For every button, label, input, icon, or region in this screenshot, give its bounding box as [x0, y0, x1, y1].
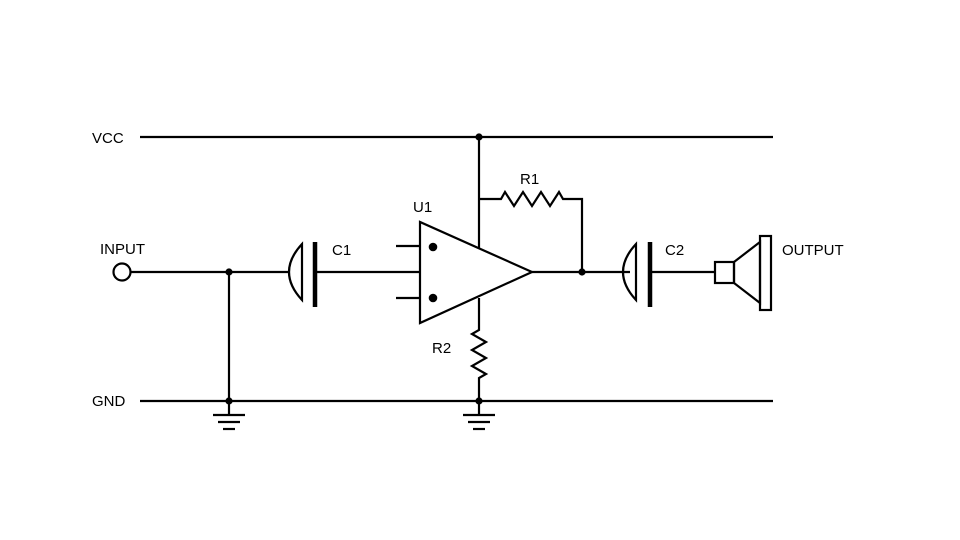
capacitor-c2 — [622, 241, 715, 307]
input-wire — [131, 268, 288, 401]
vcc-label: VCC — [92, 130, 124, 147]
op-amp-u1 — [396, 220, 535, 325]
output-wire — [532, 268, 630, 276]
gnd-label: GND — [92, 393, 126, 410]
r1-label: R1 — [520, 171, 539, 188]
c2-label: C2 — [665, 242, 684, 259]
r2-label: R2 — [432, 340, 451, 357]
ground-symbol-middle — [463, 401, 495, 431]
resistor-r2 — [469, 298, 489, 405]
u1-label: U1 — [413, 199, 432, 216]
ground-symbol-left — [213, 397, 245, 431]
capacitor-c1 — [288, 241, 420, 307]
input-terminal — [112, 262, 132, 282]
vcc-to-opamp-wire — [475, 133, 483, 248]
input-label: INPUT — [100, 241, 145, 258]
c1-label: C1 — [332, 242, 351, 259]
output-label: OUTPUT — [782, 242, 844, 259]
resistor-r1 — [479, 189, 584, 272]
speaker-icon — [713, 234, 773, 312]
